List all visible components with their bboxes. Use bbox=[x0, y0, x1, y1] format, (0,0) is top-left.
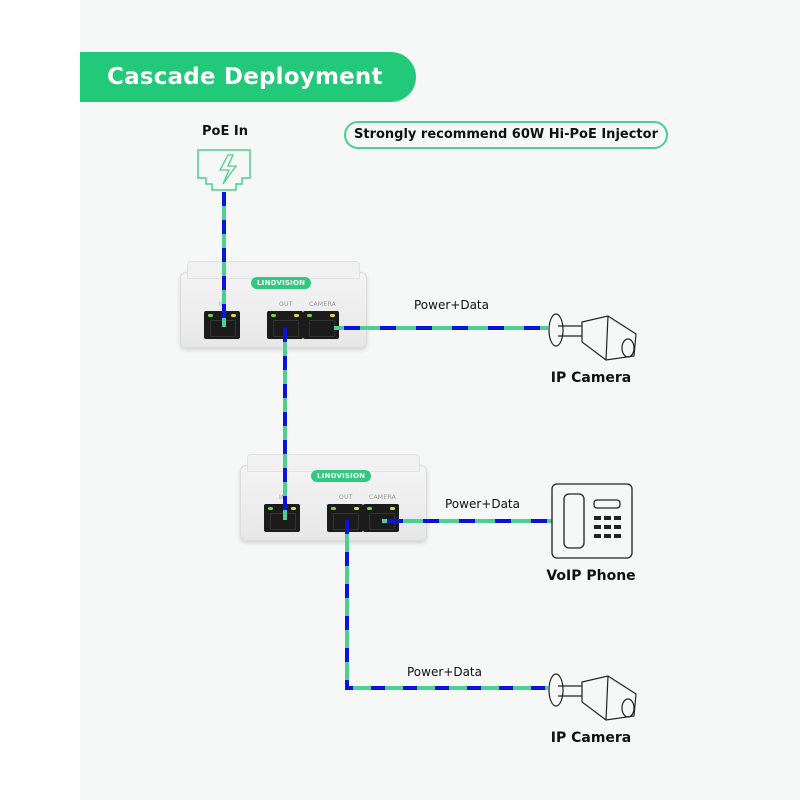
link-label-voip: Power+Data bbox=[445, 497, 520, 511]
poe-splitter-1: LINOVISION IN OUT CAMERA bbox=[180, 261, 367, 348]
ethernet-lightning-icon bbox=[197, 149, 251, 191]
port-camera[interactable] bbox=[303, 311, 339, 339]
ip-camera-icon bbox=[548, 673, 637, 721]
page-title: Cascade Deployment bbox=[80, 52, 416, 102]
poe-splitter-2: LINOVISION IN OUT CAMERA bbox=[240, 454, 427, 541]
cable-ip-camera-2 bbox=[345, 520, 548, 690]
ip-camera-icon bbox=[548, 313, 637, 361]
port-camera[interactable] bbox=[363, 504, 399, 532]
recommendation-badge: Strongly recommend 60W Hi-PoE Injector bbox=[344, 121, 668, 149]
poe-in-label: PoE In bbox=[202, 124, 248, 139]
port-label-out: OUT bbox=[339, 494, 353, 501]
brand-badge: LINOVISION bbox=[311, 470, 372, 482]
link-label-camera-1: Power+Data bbox=[414, 298, 489, 312]
brand-badge: LINOVISION bbox=[251, 277, 312, 289]
port-label-camera: CAMERA bbox=[309, 301, 337, 308]
endpoint-label-voip: VoIP Phone bbox=[546, 568, 636, 584]
link-label-camera-2: Power+Data bbox=[407, 665, 482, 679]
port-label-out: OUT bbox=[279, 301, 293, 308]
port-label-camera: CAMERA bbox=[369, 494, 397, 501]
endpoint-label-camera-2: IP Camera bbox=[550, 730, 632, 746]
voip-phone-icon bbox=[551, 483, 633, 559]
endpoint-label-camera-1: IP Camera bbox=[550, 370, 632, 386]
port-label-in: IN bbox=[279, 494, 286, 501]
